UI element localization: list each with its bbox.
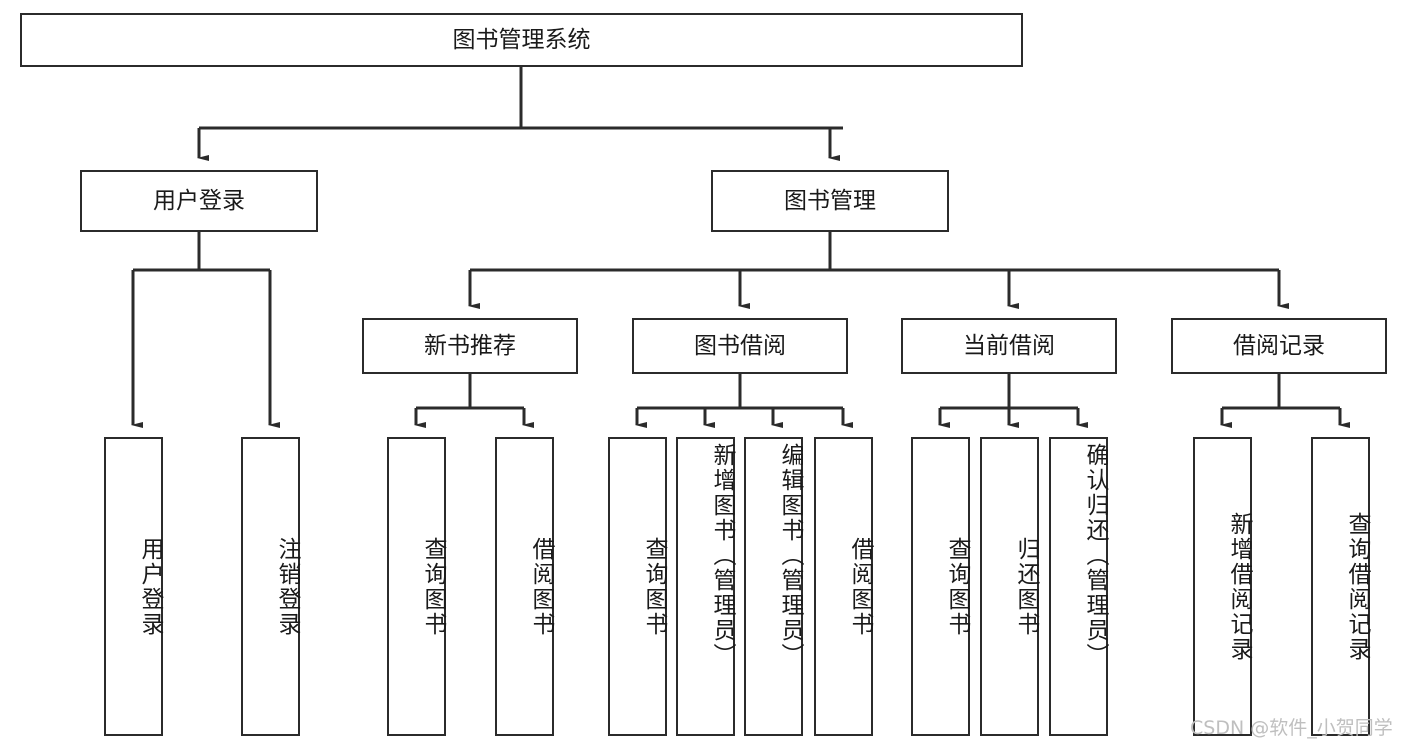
node-leaf-add-book-label: 新增图书（管理员） [709,443,735,668]
node-leaf-query-book-2[interactable]: 查询图书 [608,437,667,736]
node-book-management-label: 图书管理 [784,187,876,214]
node-leaf-query-book-1[interactable]: 查询图书 [387,437,446,736]
node-leaf-add-record[interactable]: 新增借阅记录 [1193,437,1252,736]
node-leaf-user-login[interactable]: 用户登录 [104,437,163,736]
node-root-book-management-system[interactable]: 图书管理系统 [20,13,1023,67]
node-leaf-query-book-3[interactable]: 查询图书 [911,437,970,736]
node-leaf-query-book-2-label: 查询图书 [641,536,667,637]
node-user-login[interactable]: 用户登录 [80,170,318,232]
watermark-text: CSDN @软件_小贺同学 [1190,717,1393,739]
node-book-borrow-label: 图书借阅 [694,332,786,359]
node-leaf-logout-label: 注销登录 [274,536,300,637]
node-leaf-confirm-return-label: 确认归还（管理员） [1082,443,1108,668]
node-leaf-add-book[interactable]: 新增图书（管理员） [676,437,735,736]
node-leaf-borrow-book-1-label: 借阅图书 [528,536,554,637]
node-book-borrow[interactable]: 图书借阅 [632,318,848,374]
node-leaf-edit-book[interactable]: 编辑图书（管理员） [744,437,803,736]
node-leaf-query-record[interactable]: 查询借阅记录 [1311,437,1370,736]
node-leaf-add-record-label: 新增借阅记录 [1226,511,1252,662]
node-leaf-query-record-label: 查询借阅记录 [1344,511,1370,662]
node-leaf-query-book-3-label: 查询图书 [944,536,970,637]
node-root-label: 图书管理系统 [452,26,591,53]
node-current-borrow-label: 当前借阅 [963,332,1055,359]
node-leaf-borrow-book-1[interactable]: 借阅图书 [495,437,554,736]
node-book-management[interactable]: 图书管理 [711,170,949,232]
node-leaf-borrow-book-2[interactable]: 借阅图书 [814,437,873,736]
node-borrow-record-label: 借阅记录 [1233,332,1325,359]
node-new-book-recommend[interactable]: 新书推荐 [362,318,578,374]
node-current-borrow[interactable]: 当前借阅 [901,318,1117,374]
node-leaf-logout[interactable]: 注销登录 [241,437,300,736]
node-leaf-confirm-return[interactable]: 确认归还（管理员） [1049,437,1108,736]
node-new-book-recommend-label: 新书推荐 [424,332,516,359]
node-borrow-record[interactable]: 借阅记录 [1171,318,1387,374]
node-leaf-return-book[interactable]: 归还图书 [980,437,1039,736]
node-user-login-label: 用户登录 [153,187,245,214]
node-leaf-edit-book-label: 编辑图书（管理员） [777,443,803,668]
node-leaf-query-book-1-label: 查询图书 [420,536,446,637]
node-leaf-user-login-label: 用户登录 [137,536,163,637]
node-leaf-return-book-label: 归还图书 [1013,536,1039,637]
node-leaf-borrow-book-2-label: 借阅图书 [847,536,873,637]
